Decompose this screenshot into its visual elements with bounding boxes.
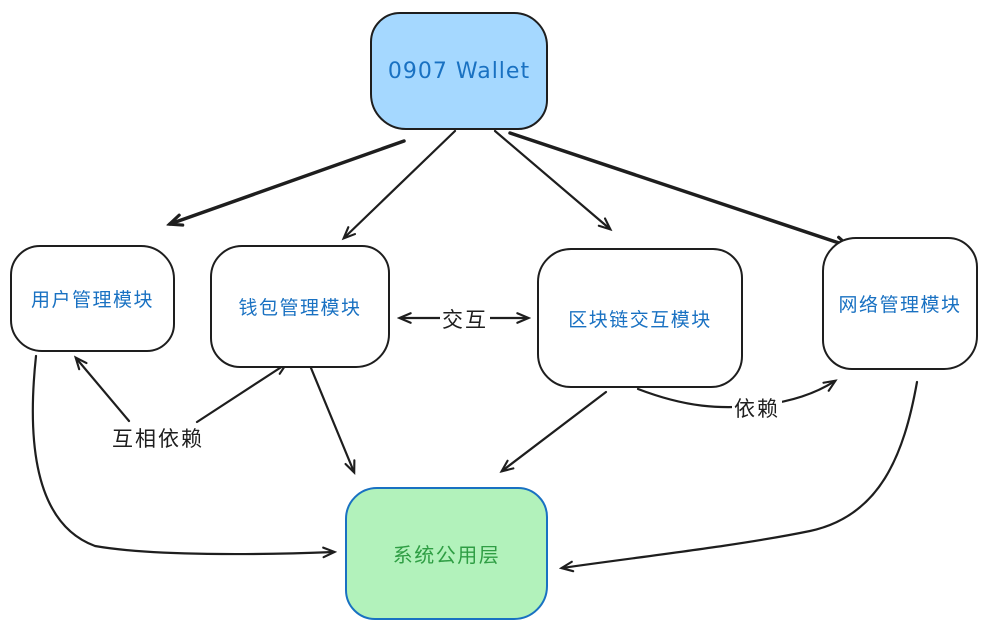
node-blockchain-interaction-label: 区块链交互模块 xyxy=(568,308,712,331)
arrow-mutual-dep-to-user xyxy=(76,358,131,423)
arrow-wallet-to-user xyxy=(170,139,406,224)
arrow-mutual-dep-to-wallet-mgmt xyxy=(195,364,286,424)
node-wallet-management-label: 钱包管理模块 xyxy=(238,297,362,319)
node-system-common-layer-label: 系统公用层 xyxy=(392,543,501,567)
arrow-wallet-to-blockchain xyxy=(493,129,610,229)
arrow-blockchain-to-common xyxy=(502,390,608,471)
arrow-network-to-common xyxy=(562,380,919,568)
node-user-management[interactable]: 用户管理模块 xyxy=(10,245,175,352)
node-0907-wallet[interactable]: 0907 Wallet xyxy=(370,12,548,130)
node-0907-wallet-label: 0907 Wallet xyxy=(387,58,531,84)
arrow-user-to-common xyxy=(31,354,334,554)
node-network-management[interactable]: 网络管理模块 xyxy=(822,237,978,370)
node-blockchain-interaction[interactable]: 区块链交互模块 xyxy=(537,248,743,388)
arrow-wallet-to-wallet-mgmt xyxy=(344,129,457,238)
arrow-wallet-mgmt-to-common xyxy=(309,366,354,472)
edge-label-dependency: 依赖 xyxy=(732,393,782,423)
node-user-management-label: 用户管理模块 xyxy=(30,289,154,311)
node-system-common-layer[interactable]: 系统公用层 xyxy=(345,487,548,620)
edge-label-interact: 交互 xyxy=(440,304,490,334)
edge-label-mutual-dependency: 互相依赖 xyxy=(112,427,204,451)
node-wallet-management[interactable]: 钱包管理模块 xyxy=(210,245,390,368)
arrow-wallet-to-network xyxy=(508,131,848,246)
node-network-management-label: 网络管理模块 xyxy=(838,294,962,316)
